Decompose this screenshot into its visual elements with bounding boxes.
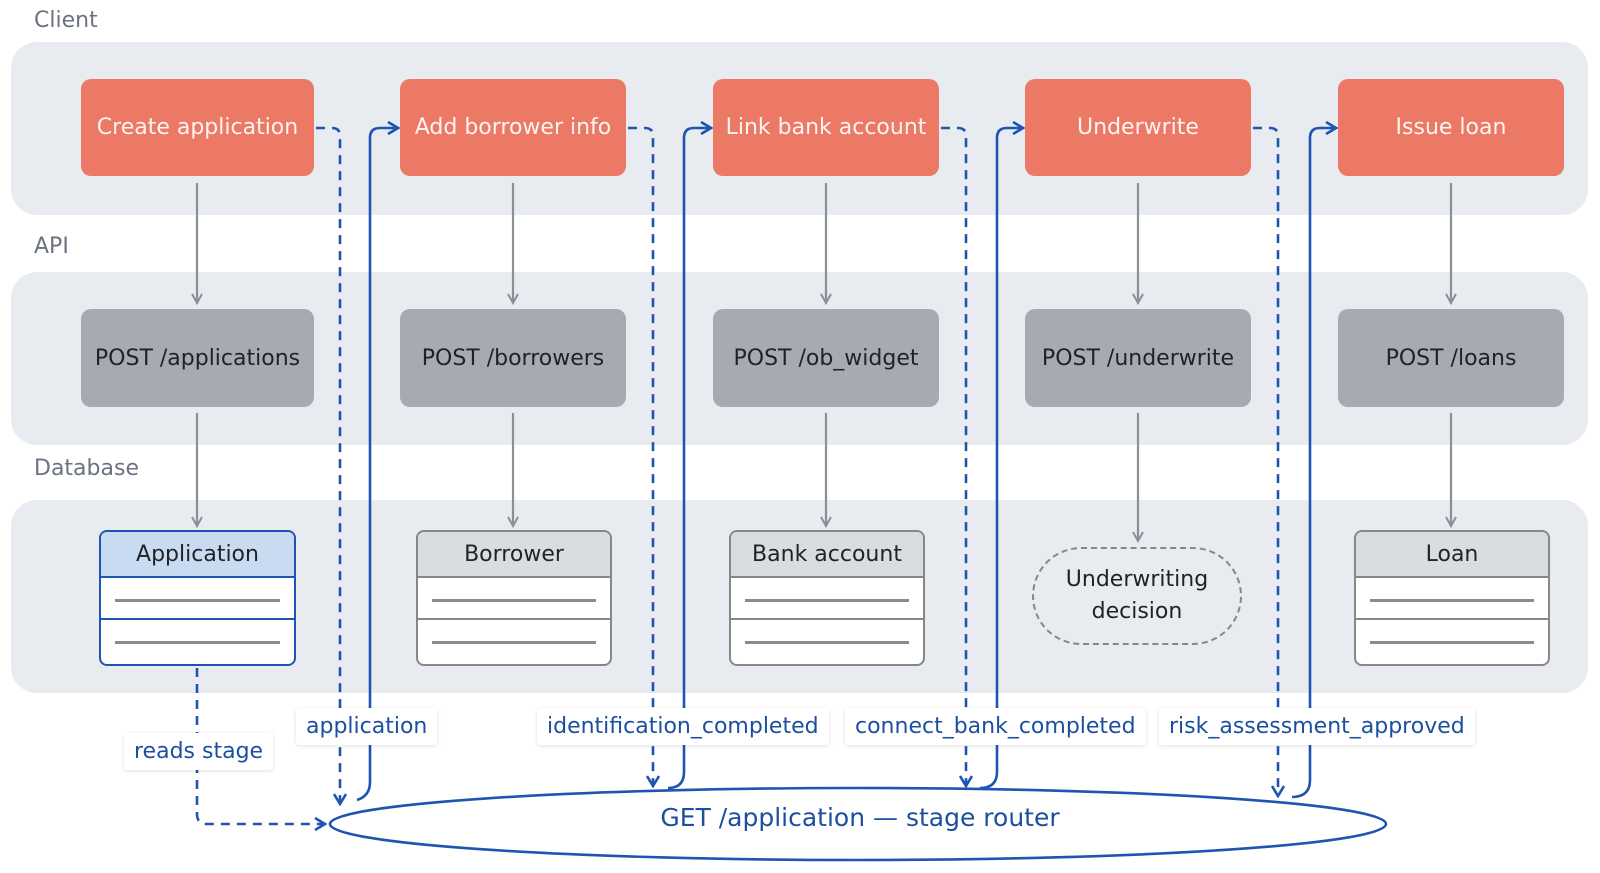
decision-line1: Underwriting — [1065, 567, 1209, 592]
client-step-create-application[interactable]: Create application — [81, 79, 314, 176]
db-entity-loan[interactable]: Loan — [1354, 530, 1550, 666]
reads-stage-flow — [195, 668, 325, 824]
edge-label-reads-stage: reads stage — [124, 733, 274, 770]
dashed-flow-to-router — [1253, 126, 1278, 796]
decision-line2: decision — [1091, 599, 1183, 624]
api-post-applications[interactable]: POST /applications — [81, 309, 314, 407]
edge-label-connect-bank-completed: connect_bank_completed — [845, 708, 1146, 745]
db-entity-application[interactable]: Application — [99, 530, 296, 666]
entity-header: Application — [101, 532, 294, 578]
lane-title-api: API — [34, 234, 69, 259]
solid-flow-from-router — [1291, 128, 1336, 799]
entity-header: Bank account — [731, 532, 923, 578]
solid-flow-from-router — [667, 128, 711, 790]
api-call-label: POST /ob_widget — [733, 345, 919, 371]
client-step-link-bank-account[interactable]: Link bank account — [713, 79, 939, 176]
api-post-borrowers[interactable]: POST /borrowers — [400, 309, 626, 407]
edge-label-risk-assessment-approved: risk_assessment_approved — [1159, 708, 1475, 745]
entity-header: Loan — [1356, 532, 1548, 578]
entity-row — [101, 578, 294, 620]
entity-row — [1356, 578, 1548, 620]
client-step-label: Issue loan — [1395, 115, 1507, 140]
edge-label-identification-completed: identification_completed — [537, 708, 829, 745]
entity-row — [418, 578, 610, 620]
entity-row — [731, 620, 923, 662]
client-step-label: Add borrower info — [414, 115, 612, 140]
entity-header: Borrower — [418, 532, 610, 578]
db-entity-borrower[interactable]: Borrower — [416, 530, 612, 666]
dashed-flow-to-router — [941, 126, 966, 786]
client-step-label: Link bank account — [725, 115, 927, 140]
client-step-label: Create application — [96, 115, 299, 140]
api-call-label: POST /applications — [94, 345, 301, 371]
api-call-label: POST /loans — [1385, 345, 1517, 371]
api-post-ob-widget[interactable]: POST /ob_widget — [713, 309, 939, 407]
dashed-flow-to-router — [316, 126, 340, 804]
edge-label-application: application — [296, 708, 438, 745]
client-step-underwrite[interactable]: Underwrite — [1025, 79, 1251, 176]
stage-router-label: GET /application — stage router — [660, 803, 1060, 832]
client-step-issue-loan[interactable]: Issue loan — [1338, 79, 1564, 176]
api-call-label: POST /borrowers — [421, 345, 605, 371]
entity-row — [418, 620, 610, 662]
entity-row — [731, 578, 923, 620]
stage-router-ellipse — [328, 786, 1388, 862]
solid-flow-from-router — [979, 128, 1023, 790]
entity-row — [1356, 620, 1548, 662]
api-post-loans[interactable]: POST /loans — [1338, 309, 1564, 407]
lane-title-client: Client — [34, 8, 98, 33]
dashed-flow-to-router — [628, 126, 653, 786]
lane-title-database: Database — [34, 456, 139, 481]
api-call-label: POST /underwrite — [1041, 345, 1235, 371]
entity-row — [101, 620, 294, 662]
solid-flow-from-router — [356, 128, 398, 802]
api-post-underwrite[interactable]: POST /underwrite — [1025, 309, 1251, 407]
client-step-add-borrower-info[interactable]: Add borrower info — [400, 79, 626, 176]
db-entity-underwriting-decision[interactable]: Underwriting decision — [1032, 547, 1242, 645]
client-step-label: Underwrite — [1077, 115, 1199, 140]
db-entity-bank-account[interactable]: Bank account — [729, 530, 925, 666]
